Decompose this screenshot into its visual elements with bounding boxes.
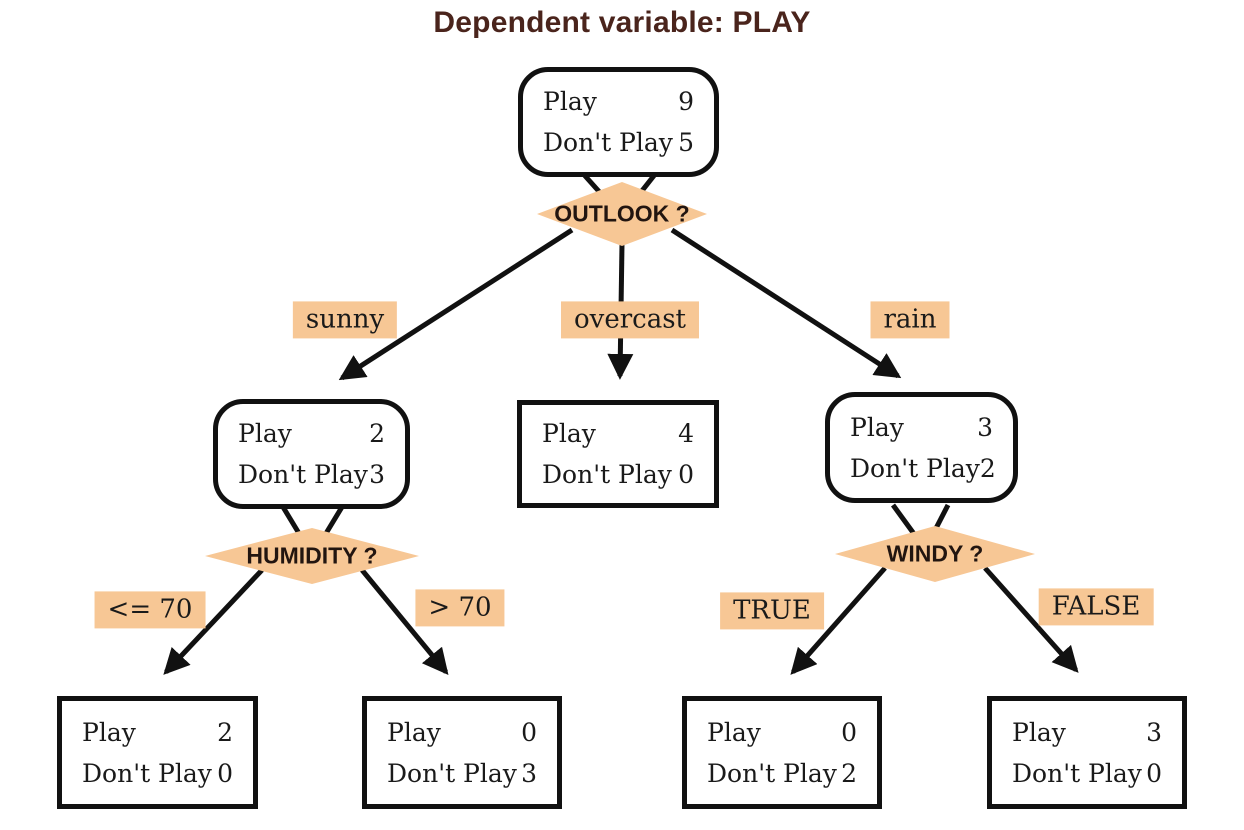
node-row: Play 0 (387, 718, 537, 747)
node-row: Play 2 (82, 718, 233, 747)
edge-outlook-rain (670, 227, 902, 379)
row-value: 2 (841, 758, 857, 788)
row-label: Don't Play (850, 453, 980, 483)
row-label: Don't Play (387, 758, 517, 788)
branch-label-sunny: sunny (292, 301, 398, 339)
branch-label-le70: <= 70 (94, 591, 206, 629)
row-value: 0 (521, 717, 537, 747)
edge-humidity-le70 (163, 568, 264, 675)
row-value: 0 (678, 460, 694, 489)
row-label: Play (707, 717, 761, 747)
row-label: Play (82, 717, 136, 747)
windy-diamond (835, 526, 1035, 582)
row-value: 2 (217, 717, 233, 747)
diagram-title: Dependent variable: PLAY (433, 6, 811, 39)
row-value: 0 (217, 758, 233, 788)
humidity-diamond-label: HUMIDITY ? (246, 542, 378, 569)
row-label: Don't Play (238, 460, 368, 489)
row-label: Play (850, 412, 904, 442)
row-label: Don't Play (543, 128, 673, 157)
row-value: 3 (977, 412, 993, 442)
row-value: 2 (369, 419, 385, 448)
branch-label-false: FALSE (1038, 588, 1154, 626)
windy-diamond-label: WINDY ? (886, 540, 984, 567)
node-row: Play 0 (707, 718, 857, 747)
outlook-diamond-label: OUTLOOK ? (554, 200, 690, 227)
row-value: 3 (1146, 717, 1162, 747)
node-row: Play 3 (850, 413, 993, 442)
branch-label-gt70: > 70 (415, 589, 505, 627)
row-label: Play (387, 717, 441, 747)
branch-label-true: TRUE (720, 592, 824, 630)
row-label: Play (543, 87, 597, 116)
edge-outlook-sunny (338, 227, 574, 381)
node-row: Play 9 (543, 87, 694, 116)
row-value: 0 (1146, 758, 1162, 788)
edge-windy-false (983, 566, 1079, 673)
row-label: Play (1012, 717, 1066, 747)
row-label: Don't Play (1012, 758, 1142, 788)
humidity-diamond (205, 528, 419, 584)
row-value: 9 (678, 87, 694, 116)
row-label: Don't Play (542, 460, 672, 489)
outlook-diamond (537, 182, 707, 246)
edge-windy-true (790, 566, 887, 675)
row-value: 4 (678, 419, 694, 448)
row-value: 3 (369, 460, 385, 489)
row-value: 3 (521, 758, 537, 788)
node-row: Play 4 (542, 419, 694, 448)
node-row: Play 3 (1012, 718, 1162, 747)
row-label: Play (238, 419, 292, 448)
row-label: Don't Play (707, 758, 837, 788)
node-row: Play 2 (238, 419, 385, 448)
branch-label-overcast: overcast (560, 301, 700, 339)
row-label: Play (542, 419, 596, 448)
row-value: 0 (841, 717, 857, 747)
branch-label-rain: rain (870, 301, 950, 339)
edge-humidity-gt70 (360, 568, 449, 676)
row-label: Don't Play (82, 758, 212, 788)
row-value: 5 (678, 128, 694, 157)
row-value: 2 (979, 453, 996, 483)
